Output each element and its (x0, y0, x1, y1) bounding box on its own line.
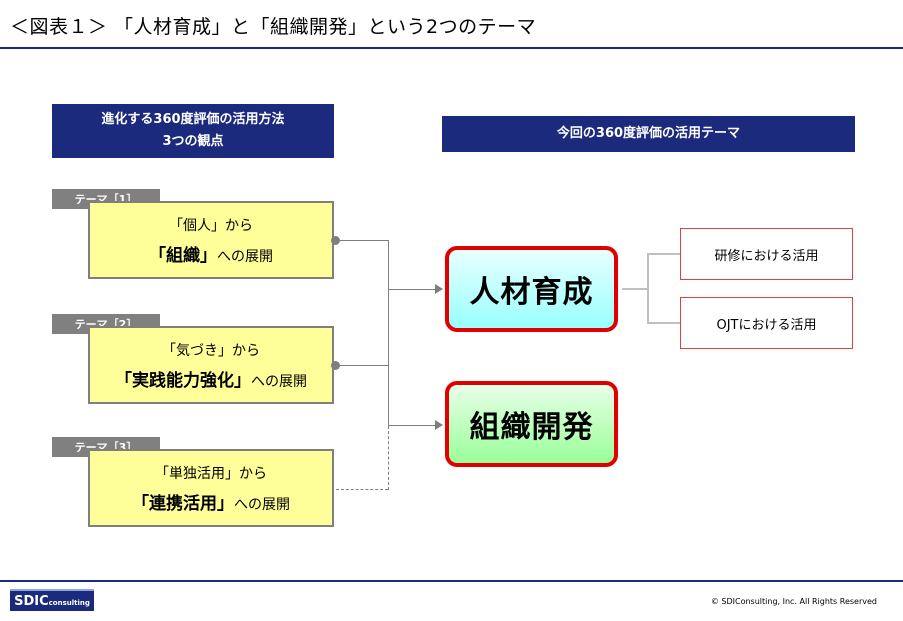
usage-ojt-label: OJTにおける活用 (716, 317, 817, 333)
footer-divider (0, 580, 903, 582)
logo-main-text: SDIC (14, 594, 49, 609)
arrow-line-jinzai (388, 289, 435, 290)
theme-3-line2: 「連携活用」への展開 (132, 489, 290, 514)
theme-3-strong: 「連携活用」 (132, 493, 234, 514)
theme-1-line2: 「組織」への展開 (149, 241, 273, 266)
theme-3-box: 「単独活用」から 「連携活用」への展開 (88, 449, 334, 527)
theme-1-line1: 「個人」から (169, 217, 253, 234)
right-header: 今回の360度評価の活用テーマ (442, 116, 855, 152)
left-header-line1: 進化する360度評価の活用方法 (101, 111, 285, 127)
soshiki-kaihatsu-label: 組織開発 (469, 410, 594, 445)
arrow-head-jinzai (435, 284, 443, 294)
theme-1-box: 「個人」から 「組織」への展開 (88, 201, 334, 279)
theme-2-box: 「気づき」から 「実践能力強化」への展開 (88, 326, 334, 404)
usage-training-box: 研修における活用 (680, 228, 853, 280)
right-header-label: 今回の360度評価の活用テーマ (556, 125, 741, 141)
theme-2-line1: 「気づき」から (162, 342, 260, 359)
dashed-connector-horizontal (336, 489, 388, 490)
connector-line-1 (336, 240, 388, 241)
usage-ojt-box: OJTにおける活用 (680, 297, 853, 349)
soshiki-kaihatsu-box: 組織開発 (445, 381, 618, 467)
branch-line-training (647, 253, 680, 255)
theme-1-strong: 「組織」 (149, 245, 217, 266)
connector-vertical (388, 240, 389, 426)
theme-1-rest: への展開 (217, 248, 273, 265)
logo-sub-text: consulting (48, 599, 90, 607)
copyright-notice: © SDIConsulting, Inc. All Rights Reserve… (710, 597, 877, 606)
branch-line-main (622, 288, 648, 290)
theme-2-rest: への展開 (251, 373, 307, 390)
theme-2-strong: 「実践能力強化」 (115, 370, 251, 391)
arrow-line-soshiki (388, 425, 435, 426)
jinzai-ikusei-box: 人材育成 (445, 246, 618, 332)
theme-2-line2: 「実践能力強化」への展開 (115, 366, 307, 391)
connector-dot-1 (331, 236, 340, 245)
left-header: 進化する360度評価の活用方法 3つの観点 (52, 104, 334, 158)
page-title: ＜図表１＞ 「人材育成」と「組織開発」という2つのテーマ (10, 16, 537, 38)
dashed-connector-vertical (388, 426, 389, 490)
branch-line-ojt (647, 322, 680, 324)
usage-training-label: 研修における活用 (714, 248, 819, 264)
theme-3-line1: 「単独活用」から (155, 465, 267, 482)
branch-line-vertical (647, 253, 649, 324)
connector-line-2 (336, 365, 388, 366)
title-divider (0, 47, 903, 49)
left-header-line2: 3つの観点 (162, 134, 224, 149)
arrow-head-soshiki (435, 420, 443, 430)
jinzai-ikusei-label: 人材育成 (469, 275, 594, 310)
theme-3-rest: への展開 (234, 496, 290, 513)
connector-dot-2 (331, 361, 340, 370)
